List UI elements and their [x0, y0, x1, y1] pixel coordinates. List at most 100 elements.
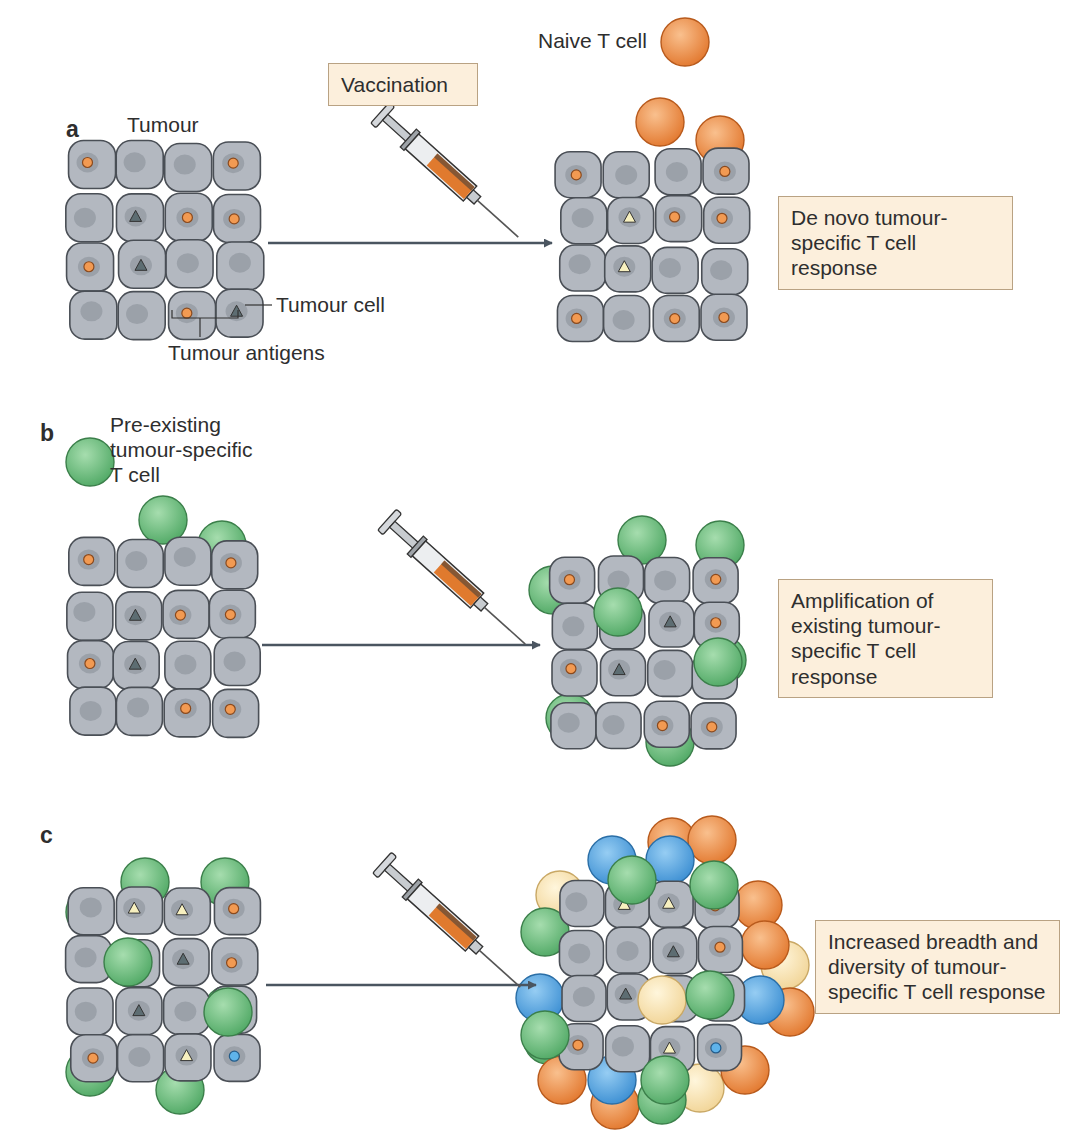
tumour-antigen — [128, 902, 140, 913]
outcome-box: Amplification of existing tumour-specifi… — [778, 579, 993, 698]
tumour-cell — [606, 1026, 650, 1072]
tumour-cell — [67, 243, 114, 291]
nucleus — [80, 701, 102, 721]
t-cell — [661, 18, 709, 66]
tumour-antigen — [227, 958, 237, 968]
tumour-antigen — [620, 988, 632, 999]
tumour-cell — [605, 246, 651, 292]
nucleus — [221, 953, 243, 973]
tumour-cell — [604, 296, 650, 342]
t-cell — [686, 971, 734, 1019]
tumour — [66, 141, 264, 340]
tumour-antigen — [225, 610, 235, 620]
nucleus — [175, 698, 197, 718]
tumour-cell — [116, 687, 162, 735]
outcome-box: Increased breadth and diversity of tumou… — [815, 920, 1060, 1014]
tumour-cell — [165, 144, 212, 192]
tumour-antigen — [623, 211, 635, 222]
tumour-cell — [70, 687, 116, 735]
nucleus — [130, 255, 152, 275]
tumour-antigen — [663, 1042, 675, 1053]
tumour-cell — [166, 240, 213, 288]
tumour-cell — [702, 249, 748, 295]
box-text: Amplification of existing tumour-specifi… — [791, 588, 980, 689]
tumour-cell — [557, 296, 603, 342]
tumour-cell — [164, 888, 210, 935]
tumour-cell — [165, 641, 211, 689]
tumour-cell — [608, 197, 654, 243]
tumour-antigen — [226, 558, 236, 568]
tumour-cell — [67, 988, 113, 1035]
nucleus — [176, 303, 198, 323]
tumour-cell — [698, 1025, 742, 1071]
nucleus — [82, 1048, 104, 1068]
nucleus — [127, 697, 149, 717]
tumour-cell — [704, 197, 750, 243]
tumour-cell — [116, 887, 162, 934]
tumour-cell — [71, 1035, 117, 1082]
tumour-antigen — [664, 616, 676, 627]
nucleus — [560, 659, 582, 679]
tumour-cell — [656, 196, 702, 242]
tumour-antigen — [84, 262, 94, 272]
syringe — [371, 102, 528, 247]
tumour-cell — [213, 142, 260, 190]
tumour-antigen — [133, 1005, 145, 1016]
tumour-antigen — [707, 722, 717, 732]
tumour-cell — [214, 195, 261, 243]
nucleus — [558, 713, 580, 733]
panel-letter: b — [40, 420, 54, 448]
tumour-cell — [164, 689, 210, 737]
nucleus — [705, 613, 727, 633]
tumour-antigen — [667, 946, 679, 957]
part-label: Tumour antigens — [168, 340, 325, 365]
tumour-cell — [644, 701, 689, 747]
nucleus — [75, 948, 97, 968]
nucleus — [78, 550, 100, 570]
panel-letter: c — [40, 822, 53, 850]
tumour-antigen — [181, 1050, 193, 1061]
tumour-antigen — [176, 904, 188, 915]
tumour-cell — [606, 927, 650, 973]
tumour-cell — [603, 152, 649, 198]
nucleus — [705, 1038, 727, 1058]
tumour — [555, 148, 750, 341]
nucleus — [562, 616, 584, 636]
tumour-cell — [70, 291, 117, 339]
nucleus — [654, 660, 676, 680]
nucleus — [705, 569, 727, 589]
tumour-antigen — [85, 659, 95, 669]
tumour-cell — [165, 193, 212, 241]
nucleus — [172, 949, 194, 969]
tumour-cell — [214, 888, 260, 935]
tumour-cell — [693, 558, 738, 604]
tumour-cell — [217, 242, 264, 290]
tumour-antigen — [573, 1040, 583, 1050]
nucleus — [658, 1038, 680, 1058]
t-cell — [204, 988, 252, 1036]
nucleus — [565, 892, 587, 912]
nucleus — [659, 258, 681, 278]
t-cell — [521, 1011, 569, 1059]
nucleus — [75, 1002, 97, 1022]
tumour-antigen — [715, 942, 725, 952]
tumour-cell — [560, 245, 606, 291]
tumour-cell — [653, 928, 697, 974]
nucleus — [709, 937, 731, 957]
tumour-antigen — [181, 703, 191, 713]
nucleus — [229, 253, 251, 273]
tumour-antigen — [618, 261, 630, 272]
outcome-box: De novo tumour-specific T cell response — [778, 196, 1013, 290]
tumour-antigen — [130, 210, 142, 221]
nucleus — [710, 260, 732, 280]
nucleus — [177, 253, 199, 273]
tumour-cell — [214, 637, 260, 685]
tumour-cell — [216, 289, 263, 337]
tumour-cell — [165, 1034, 211, 1081]
leader-line — [245, 304, 272, 305]
nucleus — [123, 898, 145, 918]
tumour-cell — [214, 1034, 260, 1081]
nucleus — [612, 1036, 634, 1056]
tumour-cell — [119, 240, 166, 288]
nucleus — [701, 717, 723, 737]
